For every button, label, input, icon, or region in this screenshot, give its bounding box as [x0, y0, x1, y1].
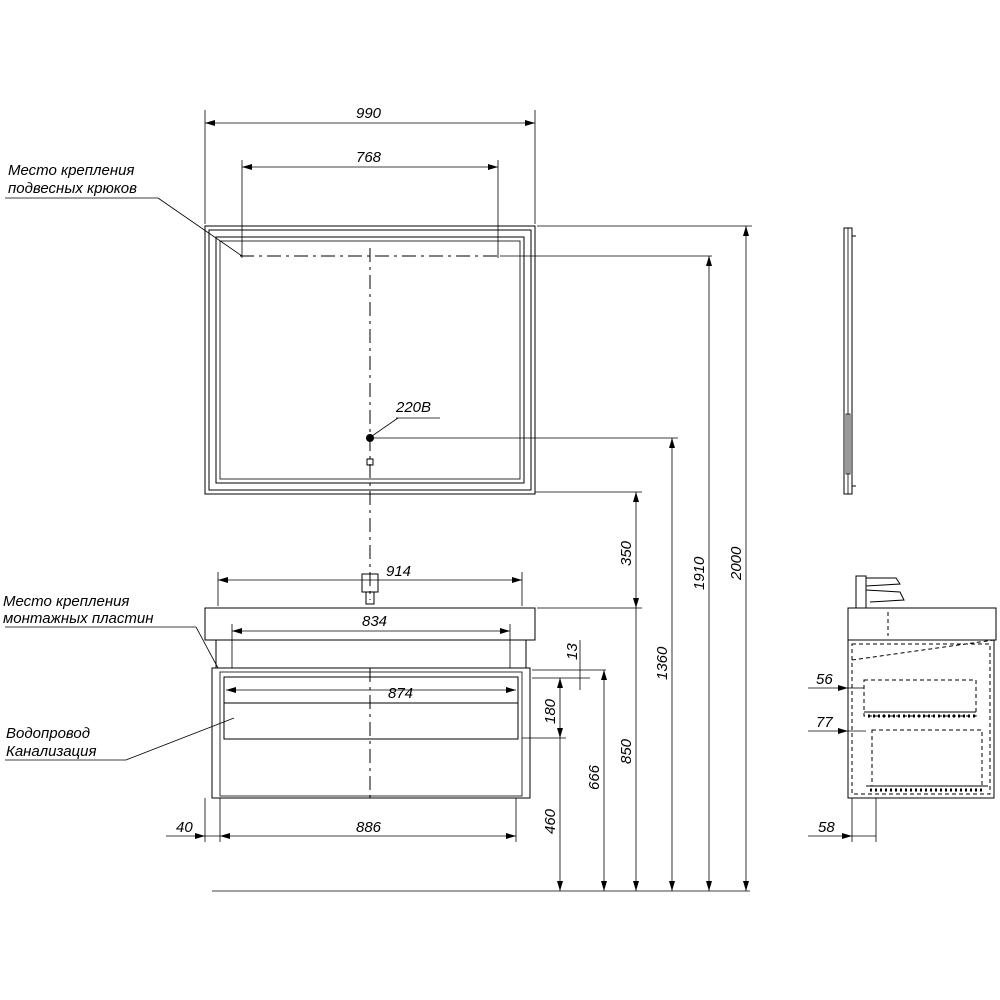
dim-2000-label: 2000 [728, 546, 745, 581]
label-pipes-2: Канализация [6, 743, 97, 760]
vanity-side [847, 575, 997, 799]
label-hooks-1: Место крепления [8, 162, 134, 179]
dim-180-label: 180 [542, 698, 559, 724]
label-pipes-1: Водопровод [6, 725, 90, 742]
dim-874-label: 874 [388, 685, 413, 702]
dim-886-label: 886 [356, 819, 382, 836]
dim-460-label: 460 [542, 808, 559, 834]
dim-834-label: 834 [362, 613, 387, 630]
label-plates-1: Место крепления [3, 593, 129, 610]
dim-914-label: 914 [386, 563, 411, 580]
dim-350-label: 350 [618, 540, 635, 566]
side-dims [808, 685, 877, 842]
switch-icon [366, 458, 374, 466]
dim-834 [231, 624, 511, 668]
vertical-dims [522, 225, 752, 891]
dim-886 [166, 798, 517, 842]
mirror-side [843, 227, 856, 495]
label-power: 220В [395, 399, 431, 416]
dim-768 [241, 160, 499, 258]
dim-1910-label: 1910 [691, 556, 708, 590]
dim-666-label: 666 [586, 764, 603, 790]
label-hooks-2: подвесных крюков [8, 180, 137, 197]
dim-56-label: 56 [816, 671, 833, 688]
vanity-front [204, 573, 606, 800]
dim-77-label: 77 [816, 714, 833, 731]
dim-990 [204, 110, 536, 224]
dim-13-label: 13 [564, 643, 581, 660]
mirror-front [204, 225, 712, 600]
dim-914 [217, 572, 523, 606]
dim-40-label: 40 [176, 819, 193, 836]
label-plates-2: монтажных пластин [3, 610, 153, 627]
dim-850-label: 850 [618, 738, 635, 764]
dim-1360-label: 1360 [654, 646, 671, 680]
dim-874 [226, 687, 516, 693]
dim-990-label: 990 [356, 105, 382, 122]
dim-768-label: 768 [356, 149, 382, 166]
dim-58-label: 58 [818, 819, 835, 836]
